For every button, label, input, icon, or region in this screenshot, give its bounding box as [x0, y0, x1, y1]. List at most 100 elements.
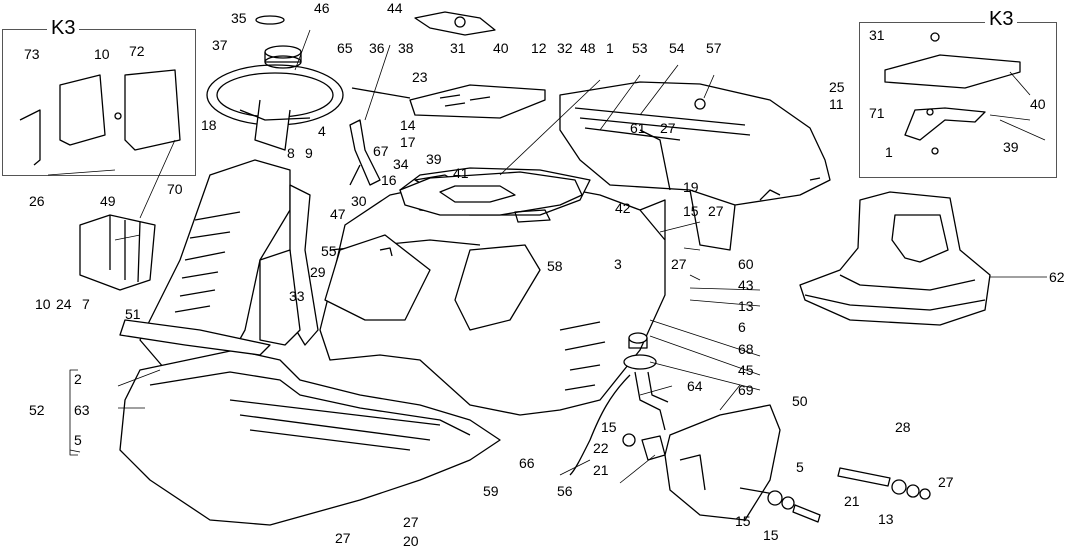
rod-65	[351, 87, 411, 99]
part-label: 66	[519, 455, 535, 471]
part-label: 32	[557, 40, 573, 56]
part-label: 37	[212, 37, 228, 53]
part-label: 44	[387, 0, 403, 16]
plate-40	[409, 84, 546, 119]
inset-right-parts	[884, 32, 1021, 155]
part-label: 4	[318, 123, 326, 139]
part-label: 26	[29, 193, 45, 209]
part-label: 18	[201, 117, 217, 133]
part-label: 40	[1030, 96, 1046, 112]
part-label: 64	[687, 378, 703, 394]
part-label: 50	[792, 393, 808, 409]
part-label: 15	[735, 513, 751, 529]
rear-fender	[559, 81, 831, 251]
part-label: 1	[606, 40, 614, 56]
front-grille	[139, 159, 291, 376]
part-label: 42	[615, 200, 631, 216]
part-label: 33	[289, 288, 305, 304]
part-label: 17	[400, 134, 416, 150]
part-label: 15	[601, 419, 617, 435]
inset-left-parts	[19, 69, 181, 166]
inset-box-right	[859, 22, 1057, 178]
part-label: 54	[669, 40, 685, 56]
part-label: 27	[335, 530, 351, 546]
part-label: 14	[400, 117, 416, 133]
part-label: 30	[351, 193, 367, 209]
fittings-left	[622, 433, 666, 461]
part-label: 27	[403, 514, 419, 530]
part-label: 57	[706, 40, 722, 56]
module-42	[79, 214, 156, 291]
part-label: 19	[683, 179, 699, 195]
part-label: 48	[580, 40, 596, 56]
part-label: 21	[593, 462, 609, 478]
part-label: 36	[369, 40, 385, 56]
part-label: 47	[330, 206, 346, 222]
part-label: 16	[381, 172, 397, 188]
fuel-tank	[664, 404, 781, 521]
part-label: 22	[593, 440, 609, 456]
part-label: 7	[82, 296, 90, 312]
part-label: 55	[321, 243, 337, 259]
part-label: 29	[310, 264, 326, 280]
part-label: 61	[630, 120, 646, 136]
part-label: 10	[35, 296, 51, 312]
inner-panel	[259, 249, 301, 346]
part-label: 28	[895, 419, 911, 435]
part-label: 24	[56, 296, 72, 312]
part-label: 72	[129, 43, 145, 59]
inset-box-left	[2, 29, 196, 176]
part-label: 27	[660, 120, 676, 136]
part-label: 70	[167, 181, 183, 197]
steering-wheel	[206, 64, 344, 151]
part-label: 45	[738, 362, 754, 378]
part-label: 58	[547, 258, 563, 274]
part-label: 6	[738, 319, 746, 335]
part-label: 35	[231, 10, 247, 26]
dashboard-panel	[399, 171, 583, 223]
part-label: 27	[938, 474, 954, 490]
part-label: 69	[738, 382, 754, 398]
part-label: 71	[869, 105, 885, 121]
part-label: 56	[557, 483, 573, 499]
part-label: 1	[885, 144, 893, 160]
part-label: 52	[29, 402, 45, 418]
part-label: 31	[869, 27, 885, 43]
part-label: 39	[1003, 139, 1019, 155]
inset-title-right: K3	[985, 8, 1018, 31]
part-label: 15	[763, 527, 779, 543]
part-label: 20	[403, 533, 419, 549]
part-label: 51	[125, 306, 141, 322]
part-label: 41	[453, 165, 469, 181]
battery-cover	[324, 234, 431, 321]
part-label: 73	[24, 46, 40, 62]
fuel-filler	[623, 332, 669, 431]
shaft-59	[837, 467, 931, 500]
seat	[799, 191, 991, 326]
base-frame	[119, 319, 501, 526]
part-label: 27	[708, 203, 724, 219]
part-label: 67	[373, 143, 389, 159]
part-label: 21	[844, 493, 860, 509]
part-label: 62	[1049, 269, 1065, 285]
part-label: 25	[829, 79, 845, 95]
part-label: 60	[738, 256, 754, 272]
part-label: 5	[796, 459, 804, 475]
lever-assembly	[349, 119, 381, 186]
fuel-hose	[569, 374, 631, 476]
part-label: 2	[74, 371, 82, 387]
part-label: 39	[426, 151, 442, 167]
part-label: 59	[483, 483, 499, 499]
part-label: 13	[878, 511, 894, 527]
part-label: 27	[671, 256, 687, 272]
part-label: 63	[74, 402, 90, 418]
inset-title-left: K3	[47, 17, 80, 40]
part-label: 34	[393, 156, 409, 172]
part-label: 38	[398, 40, 414, 56]
leader-lines	[47, 29, 1047, 484]
part-label: 10	[94, 46, 110, 62]
part-label: 31	[450, 40, 466, 56]
part-label: 40	[493, 40, 509, 56]
